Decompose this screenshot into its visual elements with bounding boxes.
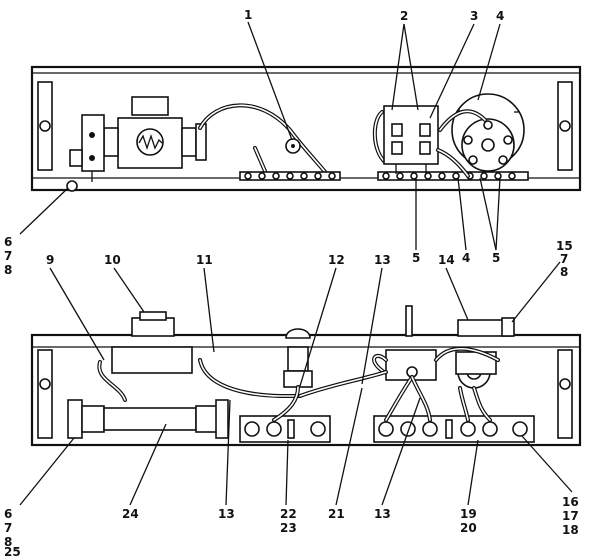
label-20: 20 [460,521,477,535]
label-9: 9 [46,253,54,267]
bottom-top-part-10 [111,311,193,374]
bottom-terminal-block-left [239,415,331,443]
label-13-top: 13 [374,253,391,267]
label-4-bottom: 4 [462,251,470,265]
label-15: 15 [556,239,573,253]
label-1: 1 [244,8,252,22]
label-16: 16 [562,495,579,509]
label-24: 24 [122,507,139,521]
label-13-left: 13 [218,507,235,521]
label-6-bottom: 6 [4,507,12,521]
label-25: 25 [4,545,21,558]
bottom-part-14 [405,305,515,389]
label-8-top: 8 [4,263,12,277]
bottom-knob-12 [283,328,313,388]
label-11: 11 [196,253,213,267]
label-14: 14 [438,253,455,267]
label-19: 19 [460,507,477,521]
label-8-bottom: 8 [4,535,12,549]
top-rotary-switch [436,93,525,178]
leader-lines [19,21,573,506]
label-12: 12 [328,253,345,267]
label-17: 17 [562,509,579,523]
bottom-resistor-24 [67,399,229,439]
label-5-left: 5 [412,251,420,265]
label-7-right: 7 [560,252,568,266]
label-3: 3 [470,9,478,23]
top-wires-left [198,103,332,180]
label-7-top: 7 [4,249,12,263]
label-21: 21 [328,507,345,521]
label-6-top: 6 [4,235,12,249]
label-10: 10 [104,253,121,267]
callout-labels: 1 2 3 4 6 7 8 5 4 5 9 10 11 12 13 14 15 … [4,8,579,558]
top-terminal-strip [239,171,529,181]
label-22: 22 [280,507,297,521]
label-4-top: 4 [496,9,504,23]
bottom-relay [372,346,500,381]
label-18: 18 [562,523,579,537]
label-8-right: 8 [560,265,568,279]
label-23: 23 [280,521,297,535]
bottom-terminal-block-right [373,415,535,443]
bottom-wires [97,358,492,422]
heater-assembly [66,96,207,192]
label-7-bottom: 7 [4,521,12,535]
label-13-right: 13 [374,507,391,521]
label-2: 2 [400,9,408,23]
top-relay [372,105,439,174]
label-5-right: 5 [492,251,500,265]
